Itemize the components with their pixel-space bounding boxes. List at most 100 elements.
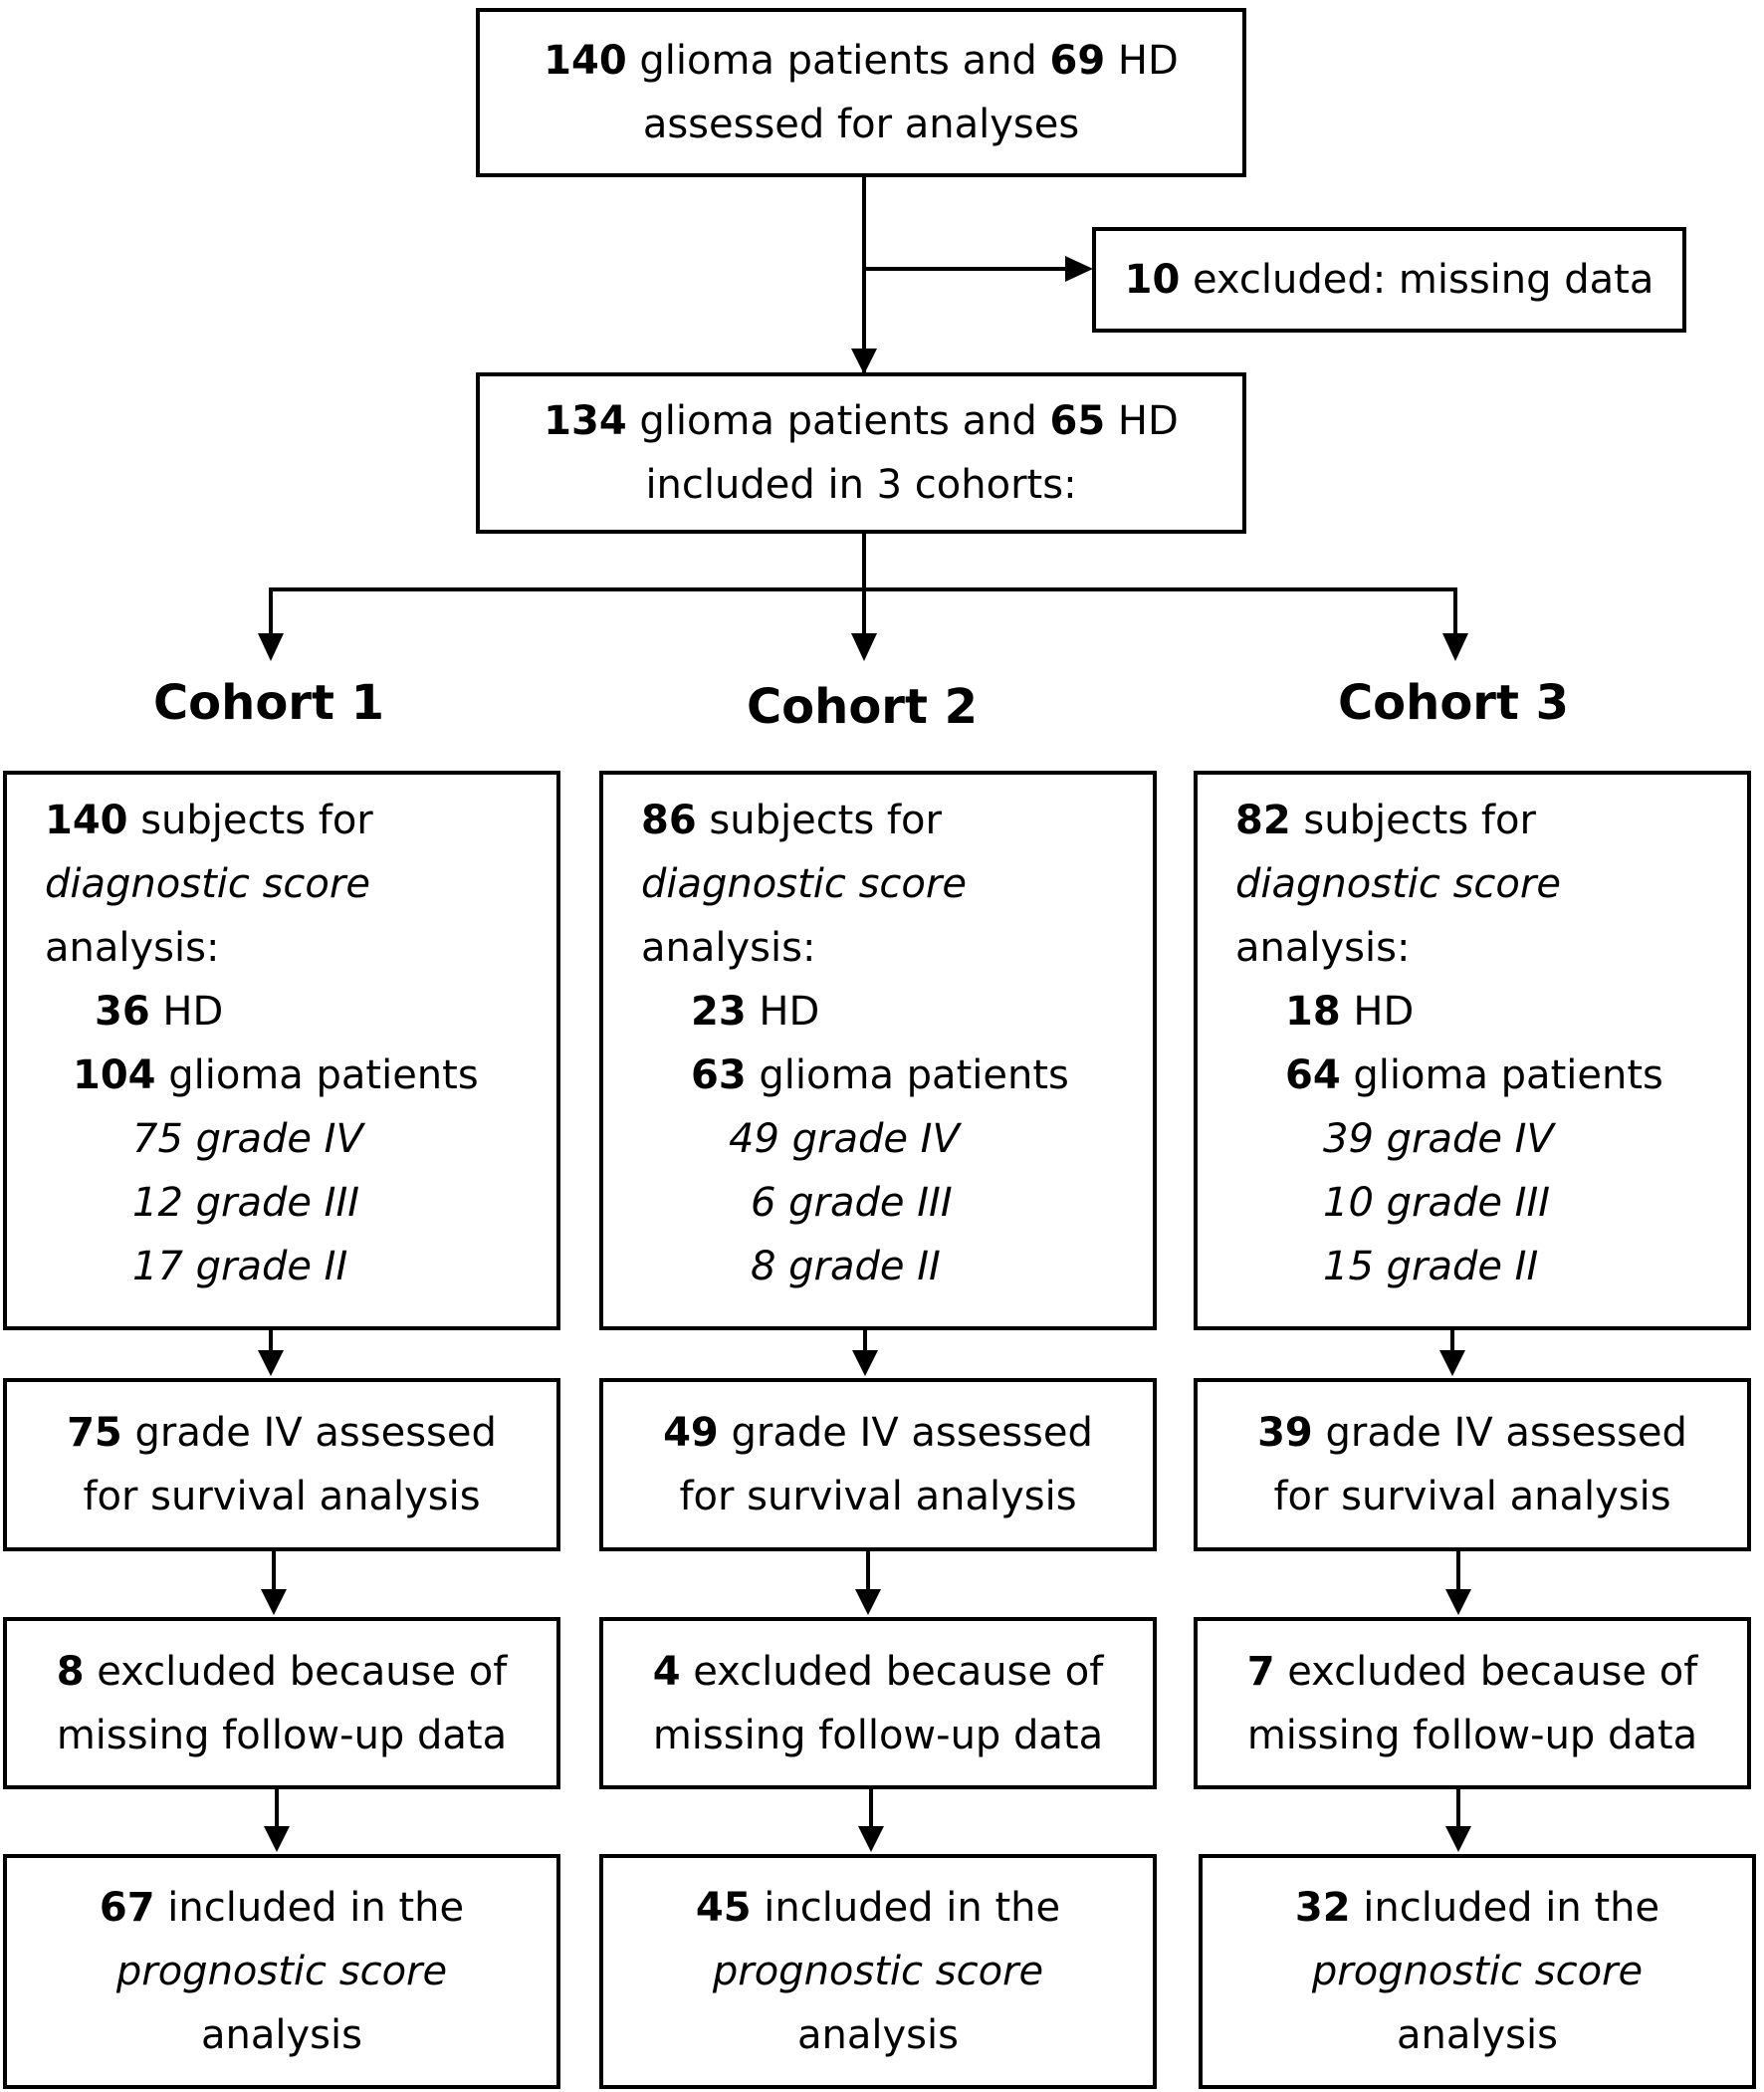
- box-text: 75 grade IV: [132, 1116, 363, 1162]
- box-text: 17 grade II: [132, 1244, 348, 1289]
- excluded-text: 10 excluded: missing data: [1096, 248, 1682, 312]
- box-text: 67: [99, 1885, 155, 1931]
- included-line-1: 134 glioma patients and 65 HD: [480, 389, 1242, 453]
- box-text: analysis:: [1235, 925, 1411, 971]
- box-text: 104 glioma patients: [45, 1044, 556, 1107]
- box-text: 10 grade III: [1323, 1180, 1551, 1226]
- cohort-3-excluded-box: 7 excluded because of missing follow-up …: [1194, 1617, 1751, 1789]
- box-text: excluded because of: [84, 1648, 508, 1695]
- box-text: 32 included in the: [1203, 1876, 1752, 1940]
- box-text: 86 subjects for: [641, 789, 1153, 852]
- box-text: 39 grade IV: [1323, 1116, 1554, 1162]
- box-text: HD: [1105, 398, 1179, 444]
- box-text: prognostic score: [115, 1949, 448, 1994]
- cohort-1-title: Cohort 1: [152, 675, 385, 731]
- arrowhead: [258, 633, 284, 661]
- cohort-2-excluded-box: 4 excluded because of missing follow-up …: [599, 1617, 1157, 1789]
- box-text: subjects for: [1290, 798, 1536, 843]
- box-text: prognostic score: [712, 1949, 1044, 1994]
- box-text: 49: [663, 1410, 719, 1456]
- cohort-3-title: Cohort 3: [1337, 675, 1570, 731]
- box-text: 15 grade II: [1323, 1244, 1539, 1289]
- box-text: 64 glioma patients: [1235, 1044, 1747, 1107]
- box-text: 75 grade IV: [45, 1107, 556, 1171]
- included-line-2: included in 3 cohorts:: [645, 462, 1077, 508]
- box-text: missing follow-up data: [652, 1712, 1104, 1758]
- box-text: grade IV assessed: [121, 1410, 497, 1456]
- cohort-1-survival-box: 75 grade IV assessed for survival analys…: [3, 1378, 560, 1551]
- box-text: 6 grade III: [641, 1171, 1153, 1235]
- box-text: 39 grade IV assessed: [1198, 1401, 1747, 1465]
- box-text: 65: [1049, 398, 1106, 444]
- box-text: grade IV assessed: [718, 1410, 1093, 1456]
- box-text: diagnostic score: [641, 861, 967, 907]
- box-text: 15 grade II: [1235, 1235, 1747, 1298]
- box-text: 7 excluded because of: [1198, 1640, 1747, 1704]
- box-text: included in the: [154, 1885, 465, 1931]
- box-text: 8 grade II: [751, 1244, 941, 1289]
- box-text: glioma patients and: [626, 38, 1050, 84]
- box-text: excluded: missing data: [1180, 257, 1654, 303]
- box-text: 63 glioma patients: [641, 1044, 1153, 1107]
- box-text: subjects for: [696, 798, 942, 843]
- assessed-box: 140 glioma patients and 69 HD assessed f…: [476, 8, 1246, 177]
- box-text: diagnostic score: [45, 861, 370, 907]
- cohort-2-prognostic-box: 45 included in the prognostic score anal…: [599, 1854, 1157, 2089]
- box-text: diagnostic score: [641, 852, 1153, 916]
- box-text: 4 excluded because of: [603, 1640, 1153, 1704]
- box-text: 63: [691, 1052, 747, 1098]
- box-text: 49 grade IV: [729, 1116, 960, 1162]
- cohort-3-prognostic-box: 32 included in the prognostic score anal…: [1199, 1854, 1756, 2089]
- box-text: 8: [56, 1648, 85, 1695]
- box-text: 49 grade IV assessed: [603, 1401, 1153, 1465]
- arrowhead: [1065, 256, 1093, 282]
- box-text: diagnostic score: [1235, 861, 1561, 907]
- box-text: glioma patients and: [626, 398, 1050, 444]
- box-text: 45: [695, 1885, 752, 1931]
- box-text: included in the: [751, 1885, 1061, 1931]
- box-text: 104: [73, 1052, 156, 1098]
- box-text: 7: [1246, 1648, 1275, 1695]
- box-text: 4: [652, 1648, 681, 1695]
- box-text: HD: [1105, 38, 1179, 84]
- box-text: 8 grade II: [641, 1235, 1153, 1298]
- box-text: 69: [1049, 38, 1106, 84]
- box-text: analysis: [201, 2012, 362, 2058]
- cohort-3-diagnostic-box: 82 subjects for diagnostic score analysi…: [1194, 771, 1751, 1330]
- box-text: 8 excluded because of: [7, 1640, 556, 1704]
- cohort-1-prognostic-box: 67 included in the prognostic score anal…: [3, 1854, 560, 2089]
- box-text: 75: [67, 1410, 122, 1456]
- box-text: glioma patients: [746, 1052, 1069, 1098]
- box-text: diagnostic score: [1235, 852, 1747, 916]
- box-text: prognostic score: [603, 1940, 1153, 2003]
- box-text: analysis:: [45, 925, 220, 971]
- cohort-2-diagnostic-box: 86 subjects for diagnostic score analysi…: [599, 771, 1157, 1330]
- cohort-2-survival-box: 49 grade IV assessed for survival analys…: [599, 1378, 1157, 1551]
- arrowhead: [1442, 633, 1468, 661]
- box-text: 64: [1285, 1052, 1341, 1098]
- cohort-2-title: Cohort 2: [746, 679, 979, 735]
- box-text: 140: [544, 38, 627, 84]
- box-text: 23 HD: [641, 980, 1153, 1044]
- assessed-line-1: 140 glioma patients and 69 HD: [480, 29, 1242, 93]
- box-text: 36: [95, 989, 150, 1035]
- box-text: 12 grade III: [45, 1171, 556, 1235]
- box-text: glioma patients: [1340, 1052, 1663, 1098]
- cohort-3-survival-box: 39 grade IV assessed for survival analys…: [1194, 1378, 1751, 1551]
- box-text: missing follow-up data: [56, 1712, 508, 1758]
- box-text: 12 grade III: [132, 1180, 360, 1226]
- excluded-box: 10 excluded: missing data: [1092, 227, 1686, 333]
- box-text: 67 included in the: [7, 1876, 556, 1940]
- box-text: glioma patients: [155, 1052, 479, 1098]
- box-text: 39: [1257, 1410, 1313, 1456]
- box-text: excluded because of: [680, 1648, 1104, 1695]
- box-text: prognostic score: [1203, 1940, 1752, 2003]
- box-text: 23: [691, 989, 747, 1035]
- box-text: analysis: [797, 2012, 959, 2058]
- box-text: 39 grade IV: [1235, 1107, 1747, 1171]
- box-text: 36 HD: [45, 980, 556, 1044]
- box-text: included in the: [1350, 1885, 1660, 1931]
- arrowhead: [851, 633, 877, 661]
- box-text: 17 grade II: [45, 1235, 556, 1298]
